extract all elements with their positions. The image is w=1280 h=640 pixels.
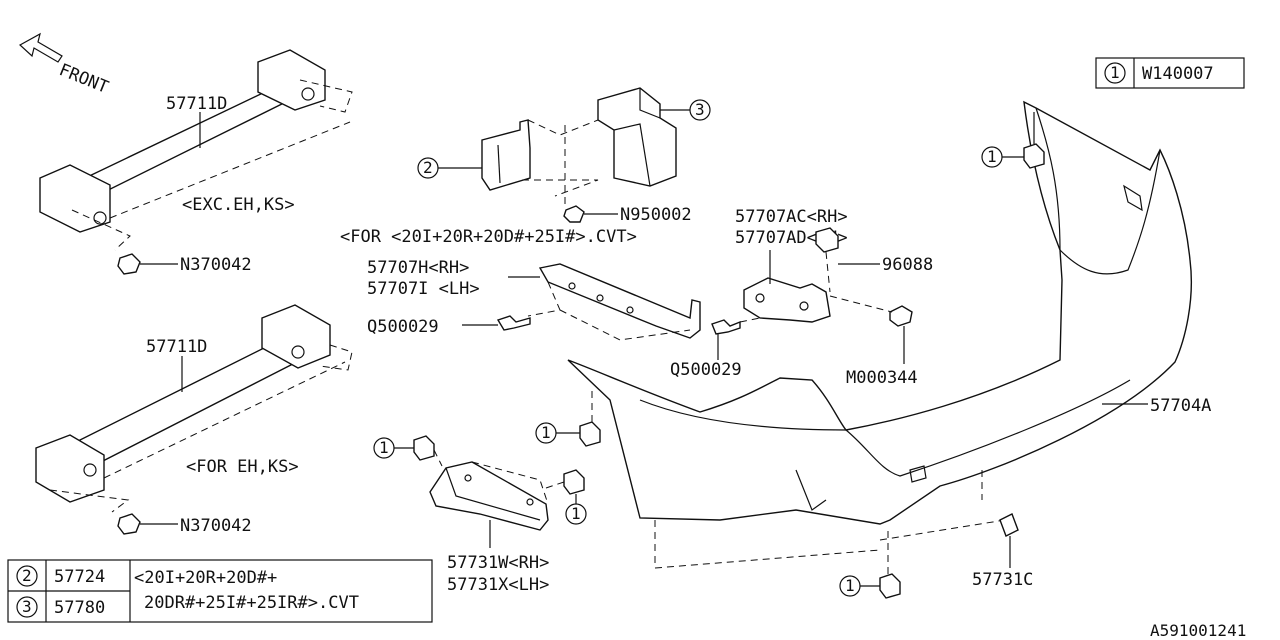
- clip-icon: [879, 573, 901, 599]
- callout-table-bottom: [7, 559, 433, 623]
- clip-57731c: [999, 513, 1019, 537]
- callout-table-bottom-note-2: 20DR#+25I#+25IR#>.CVT: [144, 593, 359, 613]
- label-n370042-bottom: N370042: [180, 516, 252, 536]
- callout-table-top-symbol: 1: [1110, 63, 1120, 82]
- label-57711d-bottom: 57711D: [146, 337, 207, 357]
- lower-bracket-57731w: [429, 461, 549, 531]
- screw-icon: [496, 315, 531, 331]
- label-57704a: 57704A: [1150, 396, 1211, 416]
- callout-table-bottom-part-57780: 57780: [54, 598, 105, 618]
- callout-1-mid-left: 1: [541, 423, 551, 442]
- callout-3: 3: [695, 100, 705, 119]
- rear-beam-upper: [39, 49, 353, 251]
- label-exc-eh-ks: <EXC.EH,KS>: [182, 195, 295, 215]
- block-57780: [597, 87, 677, 187]
- label-57707ac: 57707AC<RH>: [735, 207, 848, 227]
- side-bracket-57707h: [538, 263, 701, 339]
- front-label: FRONT: [56, 60, 111, 98]
- callout-1-bottom: 1: [845, 576, 855, 595]
- label-57731c: 57731C: [972, 570, 1033, 590]
- label-q500029-left: Q500029: [367, 317, 439, 337]
- label-q500029-mid: Q500029: [670, 360, 742, 380]
- label-57731w: 57731W<RH>: [447, 553, 549, 573]
- callout-table-top-part: W140007: [1142, 64, 1214, 84]
- callout-table-bottom-part-57724: 57724: [54, 567, 105, 587]
- callout-2: 2: [423, 158, 433, 177]
- clip-icon: [413, 435, 435, 461]
- side-bracket-57707ac: [743, 277, 831, 323]
- nut-icon: [117, 513, 141, 535]
- clip-icon: [563, 469, 585, 495]
- label-57731x: 57731X<LH>: [447, 575, 549, 595]
- callout-table-bottom-symbol-3: 3: [22, 597, 32, 616]
- label-57707h: 57707H<RH>: [367, 258, 469, 278]
- nut-icon: [563, 205, 585, 223]
- clip-icon: [1023, 143, 1045, 169]
- rear-beam-lower: [35, 304, 353, 513]
- rear-bumper-cover: [567, 100, 1193, 525]
- callout-1-top-right: 1: [987, 147, 997, 166]
- label-for-cvt: <FOR <20I+20R+20D#+25I#>.CVT>: [340, 227, 637, 247]
- label-57707i: 57707I <LH>: [367, 279, 480, 299]
- callout-1-lower-bracket: 1: [571, 504, 581, 523]
- callout-table-bottom-symbol-2: 2: [22, 566, 32, 585]
- bracket-57724: [481, 119, 531, 191]
- label-96088: 96088: [882, 255, 933, 275]
- screw-icon: [711, 319, 741, 335]
- label-n370042-top: N370042: [180, 255, 252, 275]
- label-for-eh-ks: <FOR EH,KS>: [186, 457, 299, 477]
- callout-table-bottom-note-1: <20I+20R+20D#+: [134, 568, 277, 588]
- clip-icon: [815, 227, 839, 253]
- clip-icon: [579, 421, 601, 447]
- nut-icon: [117, 253, 141, 275]
- label-57711d-top: 57711D: [166, 94, 227, 114]
- label-n950002: N950002: [620, 205, 692, 225]
- screw-icon: [889, 305, 913, 327]
- front-arrow-icon: [18, 32, 63, 63]
- callout-1-lower-left: 1: [379, 438, 389, 457]
- drawing-id: A591001241: [1150, 621, 1246, 640]
- label-m000344: M000344: [846, 368, 918, 388]
- callout-table-top: [1095, 57, 1245, 89]
